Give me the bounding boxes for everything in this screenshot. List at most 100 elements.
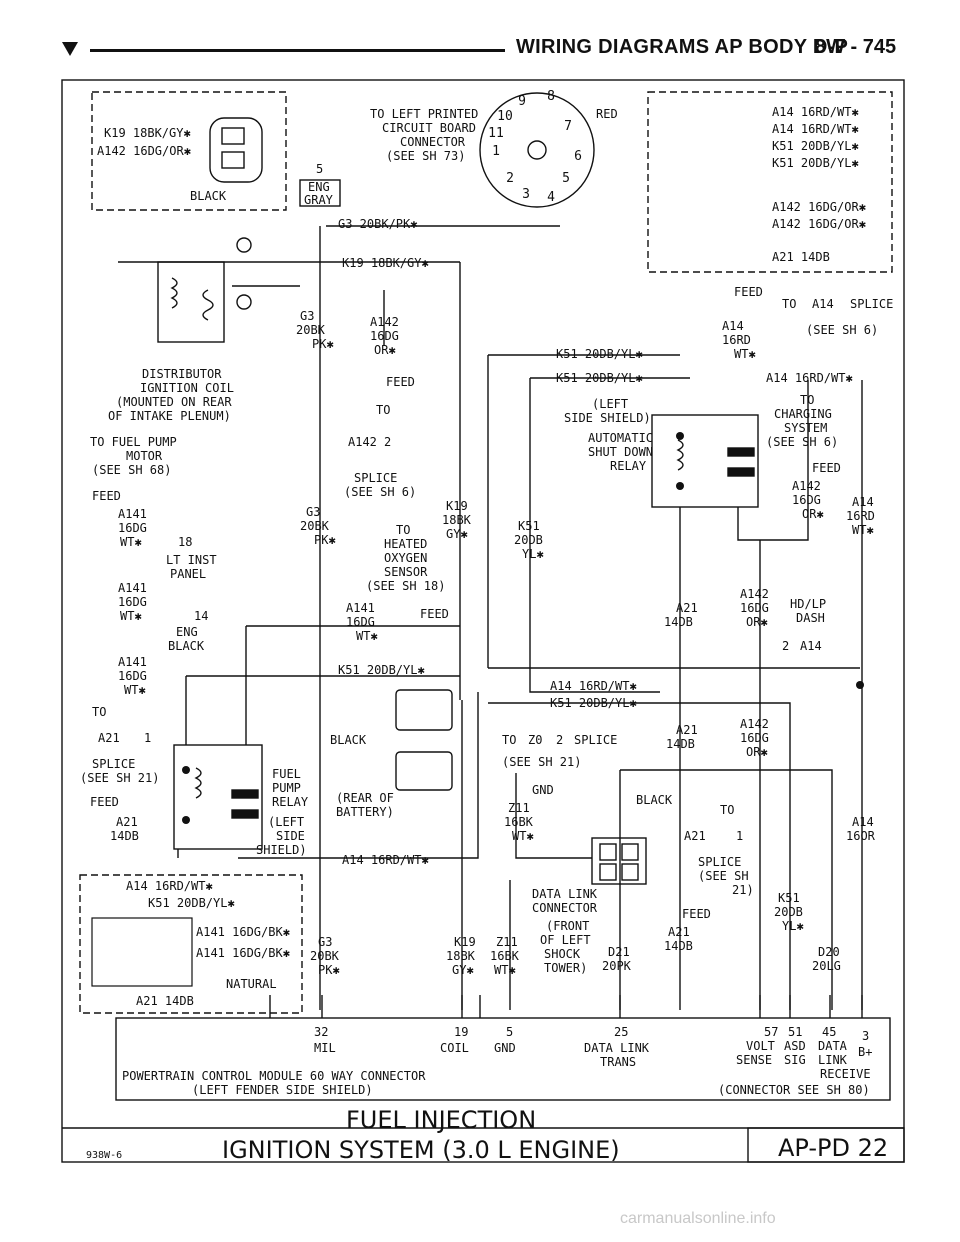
- label-diagram-to_a21-l3: 21): [732, 883, 754, 897]
- footer-title-1: FUEL INJECTION: [346, 1106, 536, 1134]
- wire-g3: G3 20BK/PK✱: [338, 217, 417, 231]
- header-title: WIRING DIAGRAMS AP BODY D-P: [516, 36, 849, 58]
- wire-k19: K19 18BK/GY✱: [104, 126, 191, 140]
- label-diagram-a142_b-1: 16DG: [740, 601, 769, 615]
- label-diagram-a14_16or-1: 16OR: [846, 829, 876, 843]
- label-diagram-eng_black-1: BLACK: [168, 639, 205, 653]
- label-diagram-pcm-coil: COIL: [440, 1041, 469, 1055]
- label-diagram-asd_box-3: K51 20DB/YL✱: [772, 156, 859, 170]
- label-diagram-z11_c-2: WT✱: [494, 963, 516, 977]
- label-diagram-pcm-name1: POWERTRAIN CONTROL MODULE 60 WAY CONNECT…: [122, 1069, 426, 1083]
- label-diagram-black_conn: BLACK: [330, 733, 367, 747]
- svg-text:7: 7: [564, 119, 572, 134]
- label-diagram-dlc-1: CONNECTOR: [532, 901, 598, 915]
- label-diagram-k51_wire: K51 20DB/YL✱: [338, 663, 425, 677]
- label-diagram-eng_gray-line1: ENG: [308, 180, 330, 194]
- label-diagram-distributor-2: (MOUNTED ON REAR: [116, 395, 232, 409]
- label-diagram-lt_inst-0: LT INST: [166, 553, 217, 567]
- label-diagram-dlc-0: DATA LINK: [532, 887, 598, 901]
- label-diagram-a14_mid: A14 16RD/WT✱: [550, 679, 637, 693]
- label-diagram-to_z0-to: TO: [502, 733, 516, 747]
- label-diagram-to_z0-num: 2: [556, 733, 563, 747]
- label-diagram-to_o2-0: TO: [396, 523, 410, 537]
- label-diagram-asd_relay-0: (LEFT: [592, 397, 628, 411]
- label-diagram-a141_a-2: WT✱: [124, 683, 146, 697]
- label-diagram-splice_a142-tag: A142: [348, 435, 377, 449]
- label-diagram-asd_relay-2: AUTOMATIC: [588, 431, 653, 445]
- footer-code: 938W-6: [86, 1150, 122, 1161]
- label-diagram-feed_to_a14-tag: A14: [812, 297, 834, 311]
- label-diagram-k51_20db_a: K51 20DB/YL✱: [556, 347, 643, 361]
- label-diagram-g3_a-0: G3: [300, 309, 314, 323]
- header-rule: [90, 49, 505, 52]
- label-diagram-a14_r-0: A14: [852, 495, 874, 509]
- label-diagram-pcm-dlt1: DATA LINK: [584, 1041, 650, 1055]
- label-diagram-g3_a-1: 20BK: [296, 323, 326, 337]
- label-diagram-pcm-p32: 32: [314, 1025, 328, 1039]
- label-diagram-splice_a142-num: 2: [384, 435, 391, 449]
- label-diagram-dlc-5: TOWER): [544, 961, 587, 975]
- label-diagram-hd_lp-1: DASH: [796, 611, 825, 625]
- svg-text:1: 1: [492, 144, 500, 159]
- label-diagram-fp_box-3: A141 16DG/BK✱: [196, 946, 290, 960]
- label-diagram-rear_batt-1: BATTERY): [336, 805, 394, 819]
- label-diagram-pcm-p51: 51: [788, 1025, 802, 1039]
- label-diagram-to_o2-4: (SEE SH 18): [366, 579, 445, 593]
- svg-text:8: 8: [547, 89, 555, 104]
- label-diagram-dlc-3: OF LEFT: [540, 933, 591, 947]
- label-diagram-splice_a142-l2: (SEE SH 6): [344, 485, 416, 499]
- label-diagram-pcm-p3: 3: [862, 1029, 869, 1043]
- label-diagram-asd_relay-4: RELAY: [610, 459, 647, 473]
- label-diagram-to_left_pcb-2: CONNECTOR: [400, 135, 466, 149]
- label-diagram-to_fuel_pump-2: (SEE SH 68): [92, 463, 171, 477]
- label-diagram-fuel_pump_relay-2: RELAY: [272, 795, 309, 809]
- label-diagram-a142_b-0: A142: [740, 587, 769, 601]
- label-diagram-pin14: 14: [194, 609, 208, 623]
- label-diagram-asd_box-6: A21 14DB: [772, 250, 830, 264]
- label-diagram-a21_b-1: 14DB: [664, 615, 693, 629]
- label-diagram-a141_a-0: A141: [118, 581, 147, 595]
- label-diagram-g3_b-0: G3: [306, 505, 320, 519]
- label-diagram-pcm-dl1: DATA: [818, 1039, 848, 1053]
- label-diagram-pcm-asd1: ASD: [784, 1039, 806, 1053]
- svg-text:9: 9: [518, 94, 526, 109]
- label-diagram-pcm-asd2: SIG: [784, 1053, 806, 1067]
- svg-text:5: 5: [562, 171, 570, 186]
- label-diagram-distributor-0: DISTRIBUTOR: [142, 367, 222, 381]
- svg-text:11: 11: [488, 126, 504, 141]
- label-diagram-a142_a-1: 16DG: [370, 329, 399, 343]
- label-diagram-hd_lp-0: HD/LP: [790, 597, 826, 611]
- label-diagram-asd_box-5: A142 16DG/OR✱: [772, 217, 866, 231]
- label-diagram-fp_box-4: NATURAL: [226, 977, 277, 991]
- label-diagram-dlc-2: (FRONT: [546, 919, 589, 933]
- label-diagram-a21_splice-l2: (SEE SH 21): [80, 771, 159, 785]
- label-diagram-to_a21-tag: A21: [684, 829, 706, 843]
- label-diagram-feed: FEED: [92, 489, 121, 503]
- label-diagram-to_left_pcb-1: CIRCUIT BOARD: [382, 121, 476, 135]
- label-diagram-to: TO: [92, 705, 106, 719]
- svg-text:6: 6: [574, 149, 582, 164]
- label-diagram-eng_gray-line2: GRAY: [304, 193, 334, 207]
- label-diagram-a141_a-2: WT✱: [120, 609, 142, 623]
- label-diagram-asd_relay-3: SHUT DOWN: [588, 445, 653, 459]
- label-diagram-feed_to_a14-to: TO: [782, 297, 796, 311]
- label-diagram-g3_b-1: 20BK: [300, 519, 330, 533]
- svg-text:2: 2: [506, 171, 514, 186]
- label-diagram-g3_b-2: PK✱: [314, 533, 336, 547]
- label-diagram-to_a21-num: 1: [736, 829, 743, 843]
- label-diagram-asd_relay-1: SIDE SHIELD): [564, 411, 651, 425]
- label-diagram-a141_a-1: 16DG: [118, 595, 147, 609]
- label-diagram-fuel_pump_relay-0: FUEL: [272, 767, 301, 781]
- label-diagram-a142_c-1: 16DG: [740, 731, 769, 745]
- label-diagram-a141_a-0: A141: [118, 507, 147, 521]
- label-diagram-a141_a-1: 16DG: [118, 521, 147, 535]
- label-diagram-a142_a-2: OR✱: [374, 343, 396, 357]
- label-diagram-pcm-p25: 25: [614, 1025, 628, 1039]
- label-diagram-to_o2-3: SENSOR: [384, 565, 428, 579]
- label-diagram-a142_c-2: OR✱: [746, 745, 768, 759]
- label-diagram-pcm-mil: MIL: [314, 1041, 336, 1055]
- label-diagram-distributor-3: OF INTAKE PLENUM): [108, 409, 231, 423]
- page-number: 8W - 745: [815, 36, 897, 58]
- label-diagram-fp_box-5: A21 14DB: [136, 994, 194, 1008]
